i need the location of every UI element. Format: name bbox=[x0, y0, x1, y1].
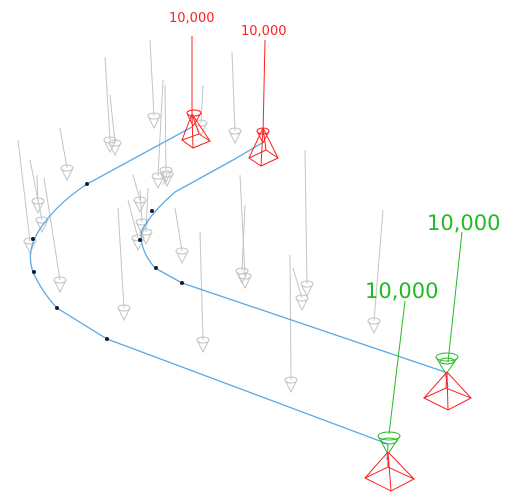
support-green-lower[interactable]: 10,000 bbox=[365, 279, 438, 455]
reaction-line bbox=[262, 39, 266, 136]
node[interactable] bbox=[150, 209, 154, 213]
load-arrow bbox=[117, 207, 131, 322]
restraint-cone-icon bbox=[256, 127, 270, 144]
support-red-right[interactable]: 10,000 bbox=[241, 24, 287, 167]
load-arrow bbox=[151, 79, 165, 190]
load-arrow bbox=[174, 207, 189, 265]
beam-nodes bbox=[31, 182, 184, 341]
node[interactable] bbox=[31, 237, 35, 241]
load-arrow bbox=[29, 159, 49, 234]
load-arrow bbox=[284, 254, 298, 394]
load-arrow bbox=[300, 149, 314, 298]
load-arrow bbox=[108, 94, 122, 157]
node[interactable] bbox=[138, 238, 142, 242]
node[interactable] bbox=[85, 182, 89, 186]
load-arrow bbox=[228, 51, 242, 145]
fixed-support-icon bbox=[422, 371, 473, 411]
load-arrow bbox=[132, 174, 147, 214]
load-arrow bbox=[17, 139, 37, 255]
restraint-cone-icon bbox=[186, 109, 202, 127]
load-arrow bbox=[139, 187, 153, 246]
load-arrow bbox=[147, 39, 161, 130]
node[interactable] bbox=[55, 306, 59, 310]
distributed-loads bbox=[17, 39, 384, 394]
load-arrow bbox=[196, 231, 210, 354]
load-arrow bbox=[159, 84, 173, 184]
force-label: 10,000 bbox=[169, 11, 215, 26]
support-red-left[interactable]: 10,000 bbox=[169, 11, 215, 149]
support-green-upper[interactable]: 10,000 bbox=[427, 211, 500, 375]
inner-beam[interactable] bbox=[140, 142, 449, 388]
force-label: 10,000 bbox=[427, 211, 500, 235]
load-arrow bbox=[238, 174, 252, 290]
reaction-line bbox=[447, 231, 463, 363]
node[interactable] bbox=[154, 266, 158, 270]
fixed-support-icon bbox=[363, 451, 416, 492]
fixed-support-icon bbox=[180, 113, 212, 149]
node[interactable] bbox=[105, 337, 109, 341]
reaction-line bbox=[388, 300, 406, 435]
load-arrow bbox=[59, 127, 74, 182]
load-arrow bbox=[292, 267, 309, 312]
force-label: 10,000 bbox=[365, 279, 438, 303]
outer-beam[interactable] bbox=[29, 126, 389, 461]
node[interactable] bbox=[180, 281, 184, 285]
load-arrow bbox=[43, 177, 67, 294]
force-label: 10,000 bbox=[241, 24, 287, 39]
load-arrow bbox=[367, 209, 384, 335]
node[interactable] bbox=[32, 270, 36, 274]
restraint-cone-icon bbox=[377, 431, 401, 455]
restraint-cone-icon bbox=[435, 352, 459, 375]
